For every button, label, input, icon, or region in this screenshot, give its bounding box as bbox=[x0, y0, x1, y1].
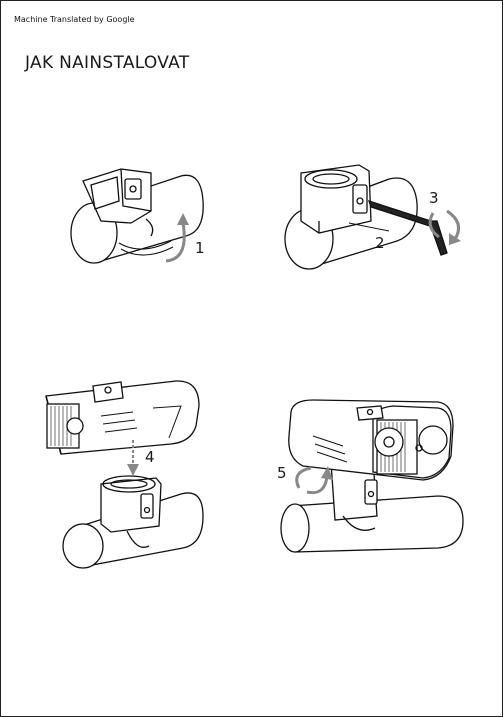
step-number-2: 2 bbox=[375, 234, 385, 252]
figure-step-2-3: 3 2 bbox=[279, 161, 469, 276]
machine-translated-banner: Machine Translated by Google bbox=[14, 15, 135, 24]
illustration-mount-on-bar: 1 bbox=[70, 168, 205, 264]
step-number-4: 4 bbox=[145, 448, 155, 466]
page-title: JAK NAINSTALOVAT bbox=[25, 53, 190, 73]
illustration-slide-light-on: 4 bbox=[45, 380, 204, 569]
illustration-rotate-light: 5 bbox=[277, 399, 464, 553]
illustration-hex-key-tighten: 3 2 bbox=[284, 164, 461, 270]
step-number-3: 3 bbox=[429, 189, 439, 207]
figure-step-4: 4 bbox=[41, 376, 211, 576]
figure-step-1: 1 bbox=[61, 161, 231, 281]
figure-step-5: 5 bbox=[273, 396, 473, 556]
step-number-5: 5 bbox=[277, 464, 287, 482]
step-number-1: 1 bbox=[195, 239, 205, 257]
